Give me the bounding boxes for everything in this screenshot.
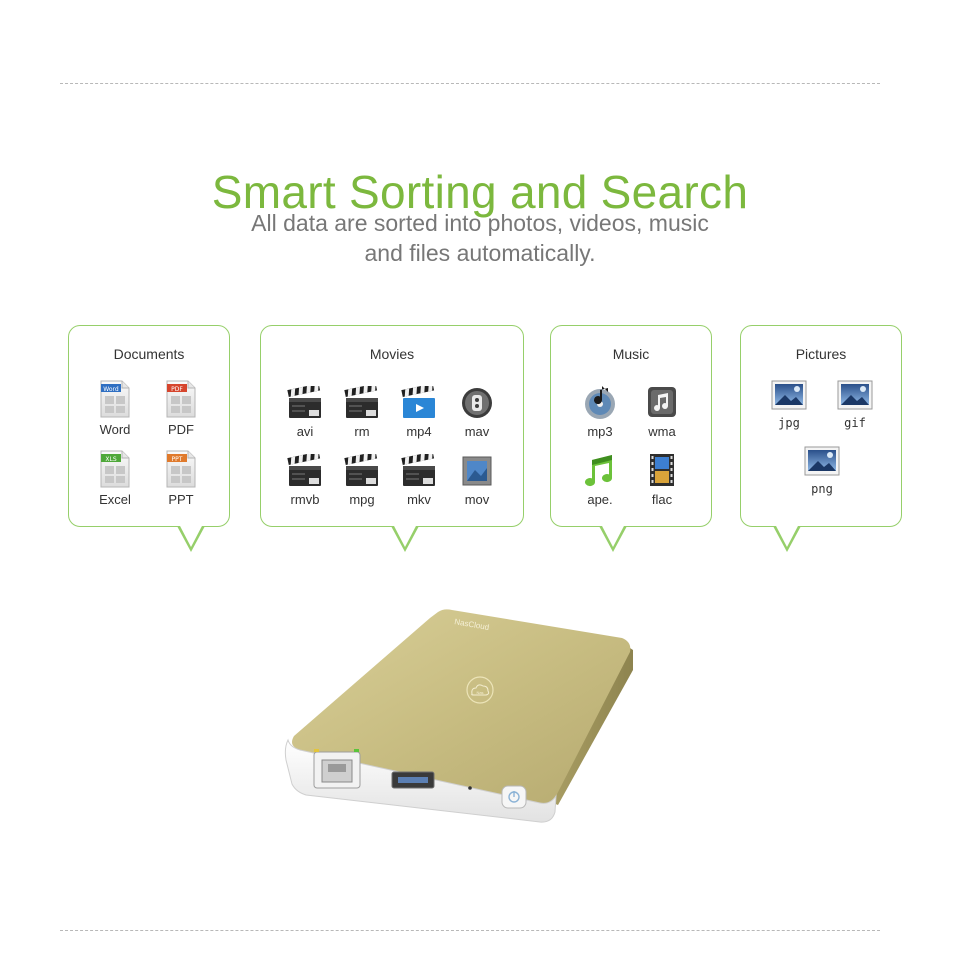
doc-label-excel: Excel <box>99 492 131 507</box>
svg-text:PDF: PDF <box>171 386 183 393</box>
music-label-flac: flac <box>651 492 673 507</box>
music-disc-icon <box>585 386 615 419</box>
ppt-doc-icon: PPT <box>166 450 196 488</box>
device-cloud-badge-label: Nas <box>476 690 483 695</box>
svg-text:XLS: XLS <box>105 456 116 463</box>
music-item-mp3[interactable]: mp3 <box>570 384 630 439</box>
film-strip-icon <box>650 454 674 486</box>
excel-doc-icon: XLS <box>100 450 130 488</box>
movie-label-mov: mov <box>464 492 490 507</box>
movie-label-mav: mav <box>464 424 490 439</box>
movie-label-mpg: mpg <box>349 492 375 507</box>
doc-item-excel[interactable]: XLS Excel <box>85 450 145 507</box>
blue-clapperboard-icon <box>401 386 435 418</box>
music-label-ape: ape. <box>587 492 613 507</box>
movie-item-mkv[interactable]: mkv <box>389 454 449 507</box>
green-music-note-icon <box>585 455 613 487</box>
movie-item-avi[interactable]: avi <box>275 386 335 439</box>
bottom-divider <box>60 930 880 931</box>
pictures-bubble: Pictures jpg gif png <box>740 325 902 552</box>
doc-label-ppt: PPT <box>168 492 194 507</box>
music-item-flac[interactable]: flac <box>632 452 692 507</box>
movie-label-rmvb: rmvb <box>290 492 320 507</box>
top-divider <box>60 83 880 84</box>
movie-item-mav[interactable]: mav <box>447 386 507 439</box>
picture-item-png[interactable]: png <box>792 446 852 496</box>
film-frame-icon <box>462 456 492 486</box>
doc-label-pdf: PDF <box>168 422 194 437</box>
nas-device-image: NasCloud Nas <box>284 609 633 823</box>
movie-label-mkv: mkv <box>407 492 431 507</box>
doc-item-ppt[interactable]: PPT PPT <box>151 450 211 507</box>
svg-text:PPT: PPT <box>172 456 183 463</box>
doc-item-pdf[interactable]: PDF PDF <box>151 380 211 437</box>
music-label-wma: wma <box>648 424 676 439</box>
music-item-wma[interactable]: wma <box>632 384 692 439</box>
picture-label-jpg: jpg <box>778 416 800 430</box>
picture-label-png: png <box>811 482 833 496</box>
picture-frame-icon <box>771 380 807 412</box>
movie-label-mp4: mp4 <box>406 424 432 439</box>
picture-frame-icon <box>837 380 873 412</box>
clapperboard-icon <box>287 386 323 420</box>
picture-frame-icon <box>804 446 840 478</box>
movie-item-mp4[interactable]: mp4 <box>389 386 449 439</box>
page-subtitle: All data are sorted into photos, videos,… <box>0 208 960 268</box>
pictures-title: Pictures <box>795 346 847 362</box>
movie-item-rmvb[interactable]: rmvb <box>275 454 335 507</box>
svg-text:Word: Word <box>103 386 119 393</box>
picture-item-gif[interactable]: gif <box>825 380 885 430</box>
documents-title: Documents <box>113 346 185 362</box>
picture-label-gif: gif <box>844 416 866 430</box>
movie-label-avi: avi <box>296 424 314 439</box>
music-title: Music <box>612 346 650 362</box>
music-item-ape[interactable]: ape. <box>570 452 630 507</box>
subtitle-line-1: All data are sorted into photos, videos,… <box>251 210 709 236</box>
page-title: Smart Sorting and Search <box>211 165 749 218</box>
clapperboard-icon <box>287 454 323 488</box>
documents-bubble: Documents Word Word PDF PDF XLS Excel PP… <box>68 325 230 552</box>
movies-title: Movies <box>369 346 415 362</box>
movie-item-rm[interactable]: rm <box>332 386 392 439</box>
doc-item-word[interactable]: Word Word <box>85 380 145 437</box>
subtitle-line-2: and files automatically. <box>364 240 596 266</box>
film-reel-icon <box>462 388 492 418</box>
clapperboard-icon <box>401 454 437 488</box>
word-doc-icon: Word <box>100 380 130 418</box>
movies-bubble: Movies avi rm mp4 mav rmvb <box>260 325 524 552</box>
picture-item-jpg[interactable]: jpg <box>759 380 819 430</box>
clapperboard-icon <box>344 454 380 488</box>
music-label-mp3: mp3 <box>587 424 613 439</box>
music-bubble: Music mp3 wma ape. <box>550 325 712 552</box>
clapperboard-icon <box>344 386 380 420</box>
movie-item-mpg[interactable]: mpg <box>332 454 392 507</box>
movie-label-rm: rm <box>354 424 370 439</box>
doc-label-word: Word <box>99 422 131 437</box>
music-player-icon <box>648 387 676 417</box>
movie-item-mov[interactable]: mov <box>447 454 507 507</box>
pdf-doc-icon: PDF <box>166 380 196 418</box>
